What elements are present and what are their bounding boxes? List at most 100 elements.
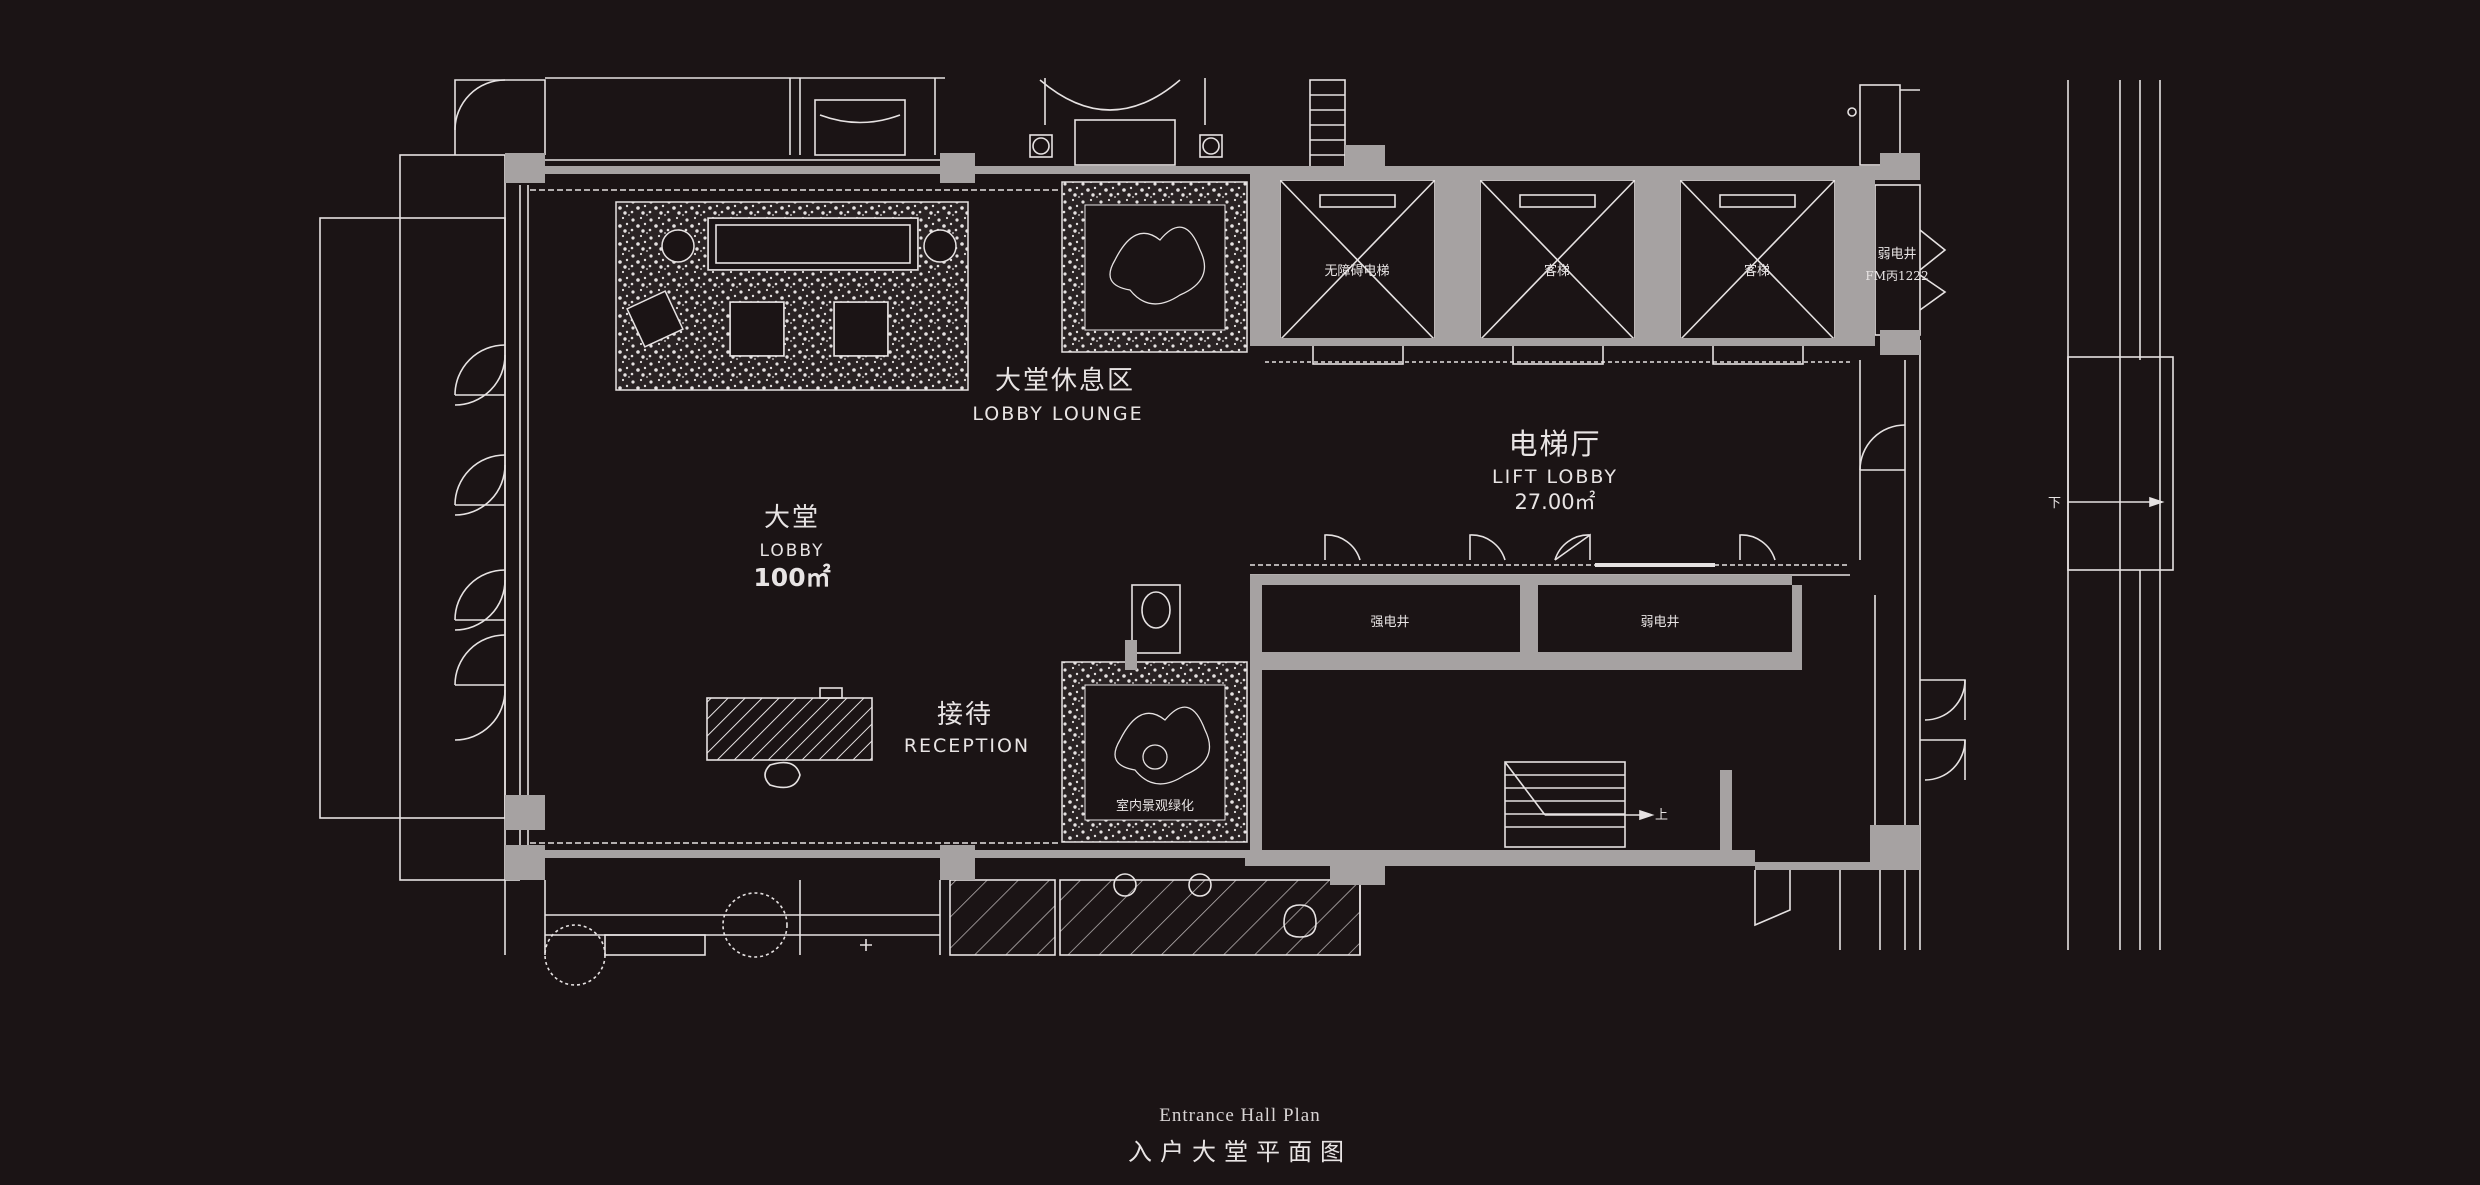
door-swing [454,569,506,621]
lamp [1202,137,1220,155]
fixture [1847,107,1857,117]
column [1880,330,1920,355]
arrow-head [2149,496,2165,508]
reception-zh: 接待 [936,700,994,730]
elevator-2-label: 客梯 [1544,263,1570,279]
south-hatched-area [949,879,1056,956]
stair-landing [2067,356,2174,571]
column [1345,145,1385,170]
shaft-door [1739,534,1776,561]
elevator-1-label: 无障碍电梯 [1324,264,1389,279]
west-facade-inner [399,154,506,881]
basin [1188,873,1212,897]
east-door [1920,679,1966,780]
reception-en: RECEPTION [903,735,1031,757]
column [940,845,975,880]
column [1330,850,1385,885]
column-feature [1141,591,1171,629]
core-wall [1250,166,1280,346]
door-swing [1919,274,1947,311]
door-swing [454,79,506,131]
door-swing [1859,424,1906,471]
landscape-label: 室内景观绿化 [1116,798,1194,814]
lobby-lounge-en: LOBBY LOUNGE [972,403,1144,425]
desk-item [819,687,843,699]
lobby-zh: 大堂 [763,503,821,533]
reception-desk [706,697,873,761]
column [505,153,545,183]
door-swing [454,344,506,396]
lobby-area: 100㎡ [753,563,831,592]
west-facade-outline [319,217,506,819]
lounge-carpet [615,201,969,391]
door-swing [454,354,506,406]
shaft-wall [1520,575,1538,660]
shaft-door [1469,534,1506,561]
door-swing [454,689,506,741]
plant-motif [1114,706,1211,785]
lobby-en: LOBBY [759,541,825,561]
lobby-lounge-zh: 大堂休息区 [994,366,1136,396]
door-swing [1924,739,1966,781]
basin [1113,873,1137,897]
shaft-wall [1792,585,1802,670]
weak-shaft-code: FM丙1222 [1865,269,1928,283]
reception-chair [764,761,801,789]
south-wall [1755,862,1870,870]
shaft-wall [1250,575,1262,855]
south-hatched-area [1059,879,1361,956]
strong-shaft-label: 强电井 [1370,615,1409,630]
column [505,845,545,880]
elevator-3-label: 客梯 [1744,263,1770,279]
lift-lobby-area: 27.00㎡ [1514,490,1596,514]
stair [1504,761,1626,848]
ornament [1039,79,1181,111]
lounge-chair [833,301,889,357]
furniture-sofa [819,114,901,124]
lift-lobby-zh: 电梯厅 [1508,427,1602,461]
door-swing [1754,870,1791,927]
south-wall [1245,850,1755,866]
column [1880,153,1920,180]
door-swing [454,464,506,516]
north-wall [1250,166,1920,180]
shaft-wall [1262,575,1792,585]
top-entry [454,79,546,155]
stair-down-label: 下 [2048,496,2061,511]
shaft-door [1324,534,1361,561]
south-wall [975,850,1245,858]
column [1870,825,1920,870]
door-swing [454,454,506,506]
weak-shaft-top-label: 弱电井 [1877,247,1916,262]
column [505,795,545,830]
column-feature [1131,584,1181,654]
toilet [1283,904,1317,938]
door-swing [1554,534,1591,561]
core-wall [1435,166,1480,346]
door-swing [454,634,506,686]
south-wall [545,850,940,858]
lamp [1032,137,1050,155]
lamp [1199,134,1223,158]
shaft-wall [1262,652,1792,670]
plant [722,892,788,958]
core-wall [1835,166,1875,346]
core-wall [1250,338,1875,346]
door-swing [1919,229,1947,271]
caption-zh: 入户大堂平面图 [1128,1138,1352,1166]
plant-motif [1109,226,1206,305]
door-swing [1924,679,1966,721]
caption-en: Entrance Hall Plan [1159,1105,1321,1126]
lamp [1029,134,1053,158]
lift-lobby-en: LIFT LOBBY [1492,466,1618,488]
core-wall [1635,166,1680,346]
column [1125,640,1137,670]
stair-wall [1720,770,1732,855]
lounge-chair [729,301,785,357]
stair-up-label: 上 [1655,808,1668,823]
plant [544,924,606,986]
north-wall [975,166,1250,174]
weak-shaft-label: 弱电井 [1640,615,1679,630]
